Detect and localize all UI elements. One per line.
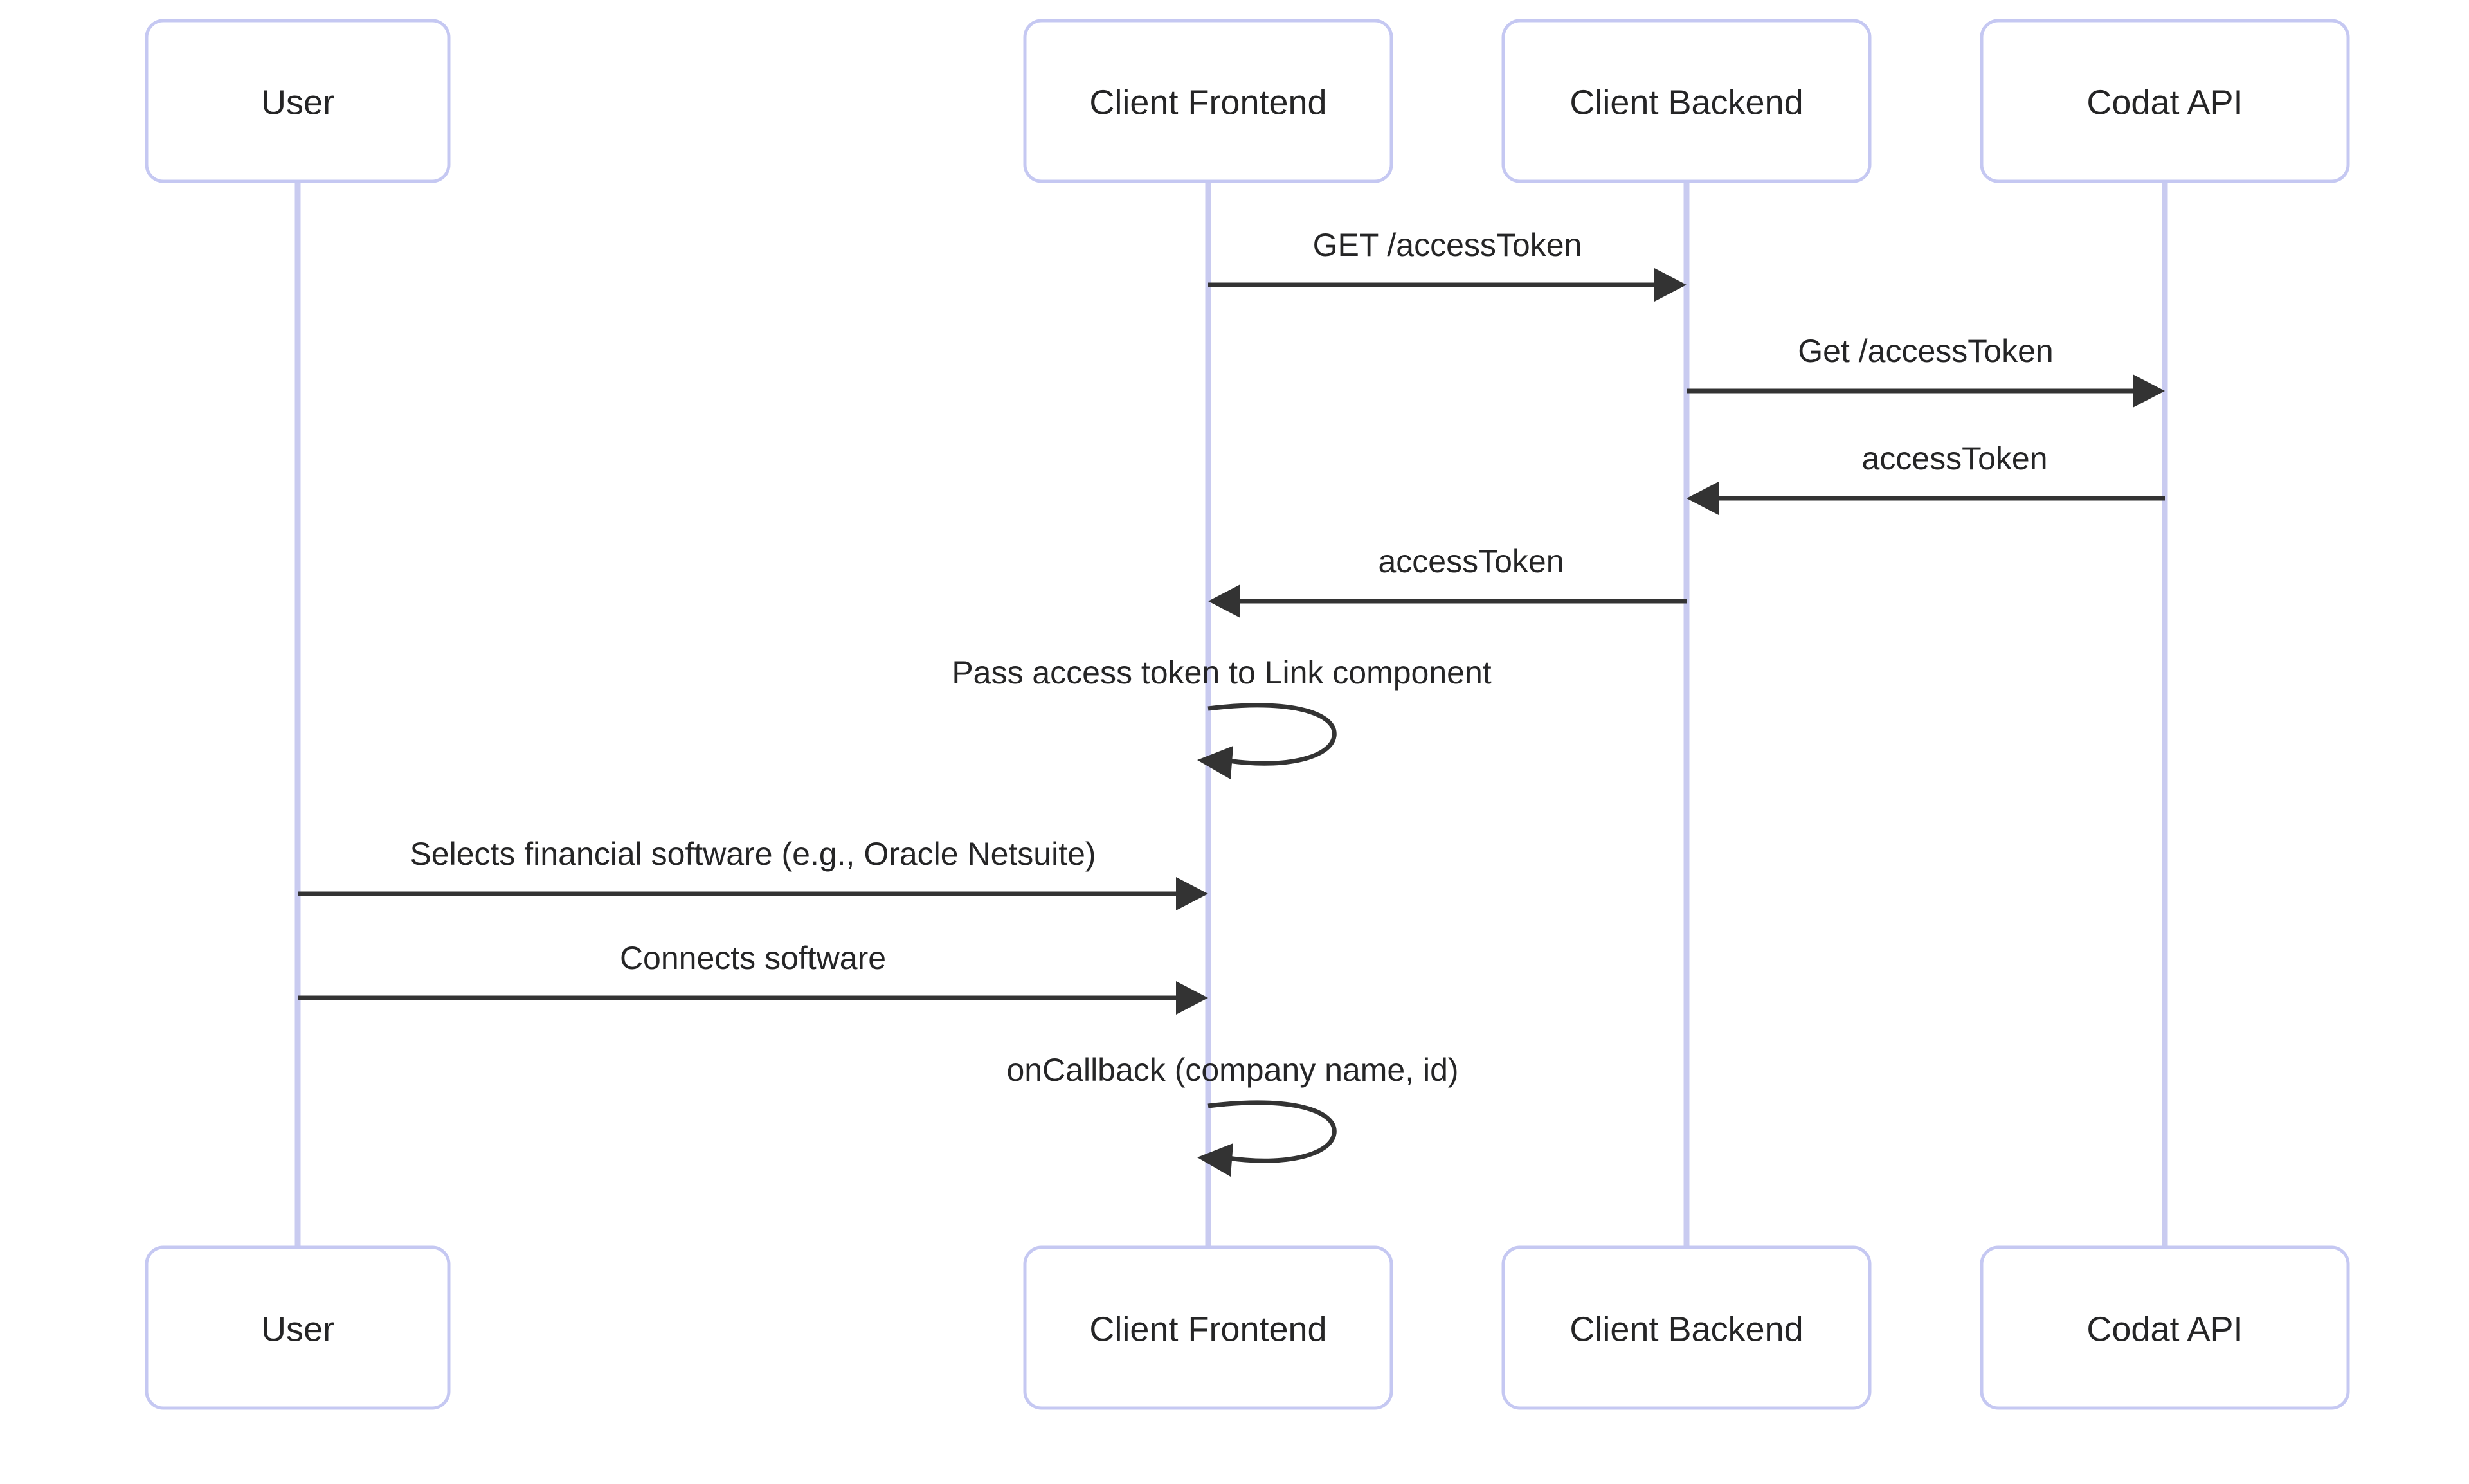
actor-box-client-backend-bottom[interactable]: Client Backend xyxy=(1501,1245,1872,1410)
message-5-pass-access-token-self-loop[interactable]: Pass access token to Link component xyxy=(952,655,1492,779)
message-3-access-token[interactable]: accessToken xyxy=(1687,440,2165,515)
actor-box-rect xyxy=(1023,1245,1393,1410)
message-self-loop-path xyxy=(1207,1100,1337,1163)
actor-box-codat-api-top[interactable]: Codat API xyxy=(1980,19,2350,183)
actor-boxes-top: User Client Frontend Client Backend Coda… xyxy=(145,19,2350,183)
actor-box-rect xyxy=(145,1245,451,1410)
actor-box-user-top[interactable]: User xyxy=(145,19,451,183)
message-8-oncallback-self-loop[interactable]: onCallback (company name, id) xyxy=(1006,1052,1459,1177)
arrowhead-right-icon xyxy=(2133,374,2165,408)
actor-box-codat-api-bottom[interactable]: Codat API xyxy=(1980,1245,2350,1410)
actor-box-user-bottom[interactable]: User xyxy=(145,1245,451,1410)
message-6-selects-financial-software[interactable]: Selects financial software (e.g., Oracle… xyxy=(298,836,1208,910)
actor-label-codat-api-bottom: Codat API xyxy=(2086,1310,2243,1348)
message-label: Get /accessToken xyxy=(1798,333,2053,369)
arrowhead-left-icon xyxy=(1197,746,1233,779)
actor-boxes-bottom: User Client Frontend Client Backend Coda… xyxy=(145,1245,2350,1410)
actor-label-client-backend-bottom: Client Backend xyxy=(1569,1310,1803,1348)
actor-label-client-frontend-top: Client Frontend xyxy=(1089,83,1326,122)
message-label: accessToken xyxy=(1861,440,2047,476)
actor-box-client-backend-top[interactable]: Client Backend xyxy=(1501,19,1872,183)
actor-box-rect xyxy=(145,19,451,183)
actor-label-user-bottom: User xyxy=(261,1310,334,1348)
message-label: GET /accessToken xyxy=(1313,227,1582,263)
message-self-loop-path xyxy=(1207,703,1337,766)
actor-box-rect xyxy=(1501,19,1872,183)
arrowhead-left-icon xyxy=(1197,1143,1233,1177)
arrowhead-left-icon xyxy=(1208,584,1240,618)
arrowhead-left-icon xyxy=(1687,482,1719,515)
message-1-get-access-token[interactable]: GET /accessToken xyxy=(1208,227,1687,302)
message-label: Selects financial software (e.g., Oracle… xyxy=(410,836,1096,872)
actor-label-user-top: User xyxy=(261,83,334,122)
actor-box-rect xyxy=(1980,1245,2350,1410)
arrowhead-right-icon xyxy=(1176,981,1208,1015)
arrowhead-right-icon xyxy=(1176,877,1208,910)
message-4-access-token[interactable]: accessToken xyxy=(1208,543,1687,618)
message-label: onCallback (company name, id) xyxy=(1006,1052,1458,1088)
message-label: Connects software xyxy=(620,940,886,976)
actor-label-client-backend-top: Client Backend xyxy=(1569,83,1803,122)
actor-label-client-frontend-bottom: Client Frontend xyxy=(1089,1310,1326,1348)
actor-box-rect xyxy=(1023,19,1393,183)
message-2-get-access-token[interactable]: Get /accessToken xyxy=(1687,333,2165,408)
actor-label-codat-api-top: Codat API xyxy=(2086,83,2243,122)
lifelines-group xyxy=(294,181,2168,1247)
actor-box-client-frontend-top[interactable]: Client Frontend xyxy=(1023,19,1393,183)
message-label: accessToken xyxy=(1378,543,1564,579)
actor-box-client-frontend-bottom[interactable]: Client Frontend xyxy=(1023,1245,1393,1410)
actor-box-rect xyxy=(1980,19,2350,183)
arrowhead-right-icon xyxy=(1654,268,1687,302)
message-7-connects-software[interactable]: Connects software xyxy=(298,940,1208,1015)
message-label: Pass access token to Link component xyxy=(952,655,1491,691)
actor-box-rect xyxy=(1501,1245,1872,1410)
